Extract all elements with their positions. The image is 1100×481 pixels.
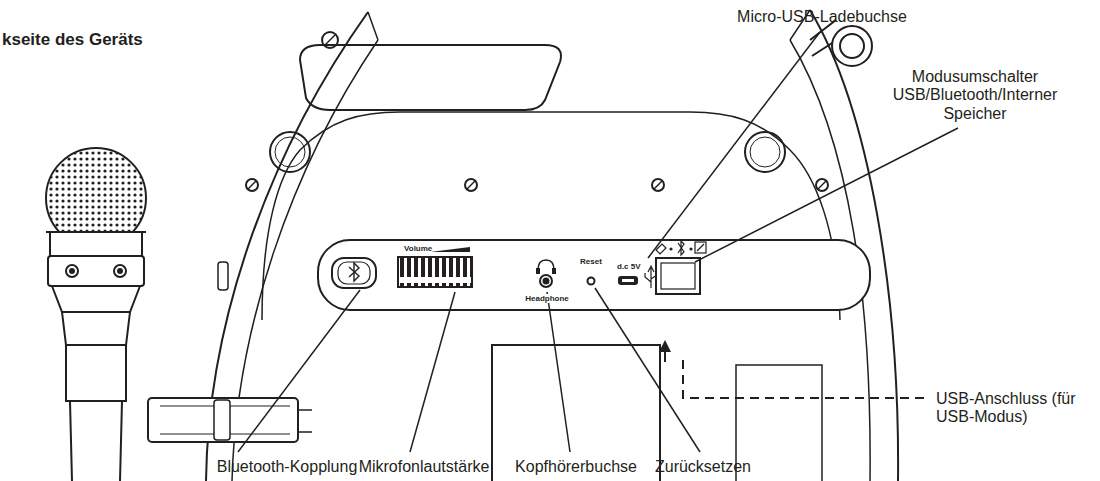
callout-label: Mikrofonlautstärke xyxy=(359,458,490,476)
panel-marking: Reset xyxy=(580,257,602,266)
bluetooth-button xyxy=(332,258,376,288)
control-panel xyxy=(318,240,870,310)
panel-marking: Headphone xyxy=(525,294,569,303)
page-heading: kseite des Geräts xyxy=(2,30,143,50)
callout-label: Kopfhörerbuchse xyxy=(515,458,637,476)
mode-switch xyxy=(656,258,700,294)
reset-hole xyxy=(588,278,595,285)
callout-label: Zurücksetzen xyxy=(655,458,751,476)
micro-usb-port xyxy=(618,276,638,285)
microphone xyxy=(46,148,146,481)
panel-marking: d.c 5V xyxy=(617,262,641,271)
callout-label: USB-Anschluss (für USB-Modus) xyxy=(936,390,1096,427)
leader-lines xyxy=(238,32,958,452)
callout-label: Modusumschalter USB/Bluetooth/Interner S… xyxy=(875,68,1075,123)
callout-label: Micro-USB-Ladebuchse xyxy=(737,8,907,26)
headphone-jack xyxy=(540,275,552,287)
volume-wheel xyxy=(398,257,472,287)
panel-marking: Volume xyxy=(404,244,432,253)
callout-label: Bluetooth-Kopplung xyxy=(217,458,358,476)
